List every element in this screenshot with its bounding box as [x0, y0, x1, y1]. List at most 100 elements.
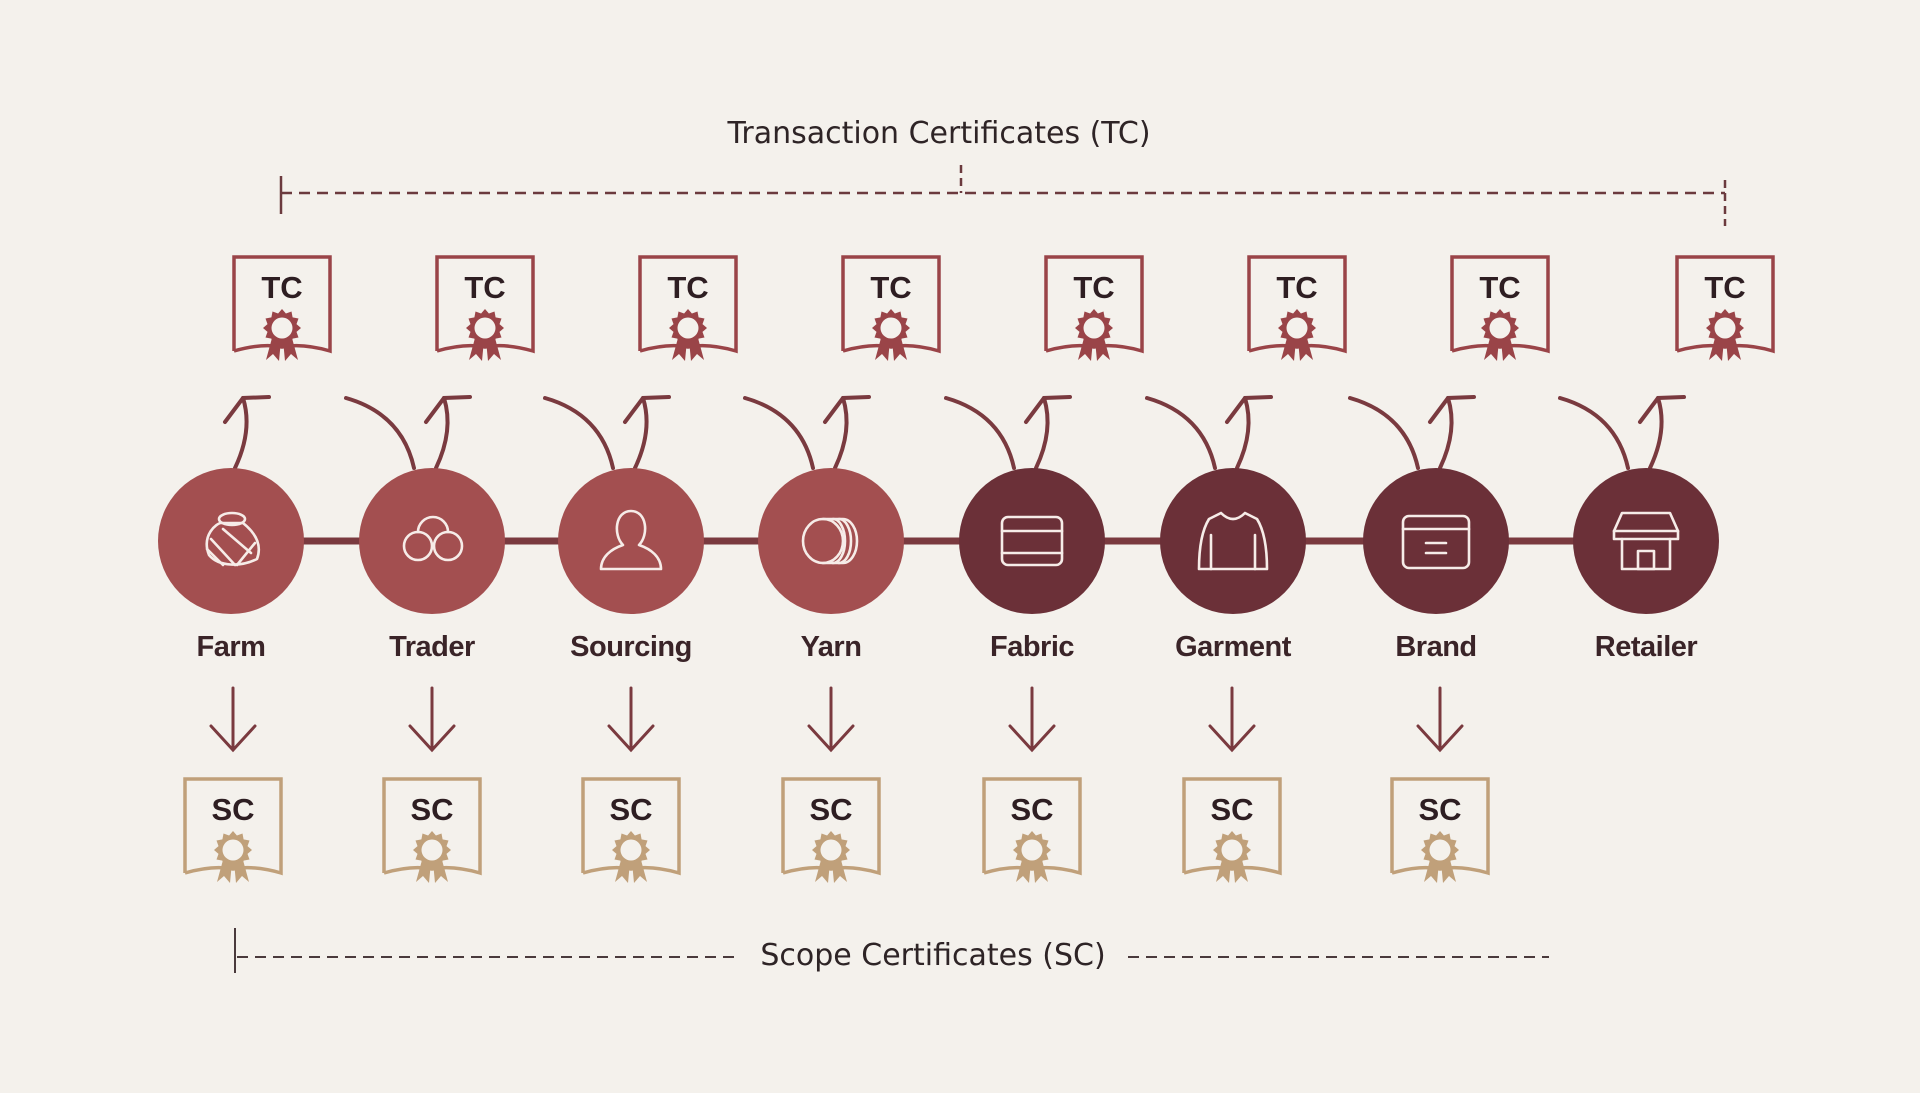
node-label: Trader [389, 631, 475, 663]
chain-node-trader: Trader TC SC [344, 255, 535, 883]
transaction-certificate: TC [1675, 255, 1775, 361]
rosette-icon [1278, 309, 1316, 361]
arrow-to-tc-icon [223, 395, 271, 470]
certificate-code: TC [667, 270, 708, 305]
tc-bracket [279, 165, 1727, 226]
transaction-certificate: TC [1450, 255, 1550, 361]
incoming-flow-curve [543, 396, 615, 470]
scope-certificate: SC [382, 777, 482, 883]
arrow-to-tc-icon [1638, 395, 1686, 470]
transaction-certificate: TC [1044, 255, 1144, 361]
certificate-code: TC [1479, 270, 1520, 305]
fabric-roll-icon [1000, 515, 1064, 567]
node-circle [1573, 468, 1719, 614]
arrow-down-icon [1008, 686, 1056, 753]
rosette-icon [1481, 309, 1519, 361]
rosette-icon [263, 309, 301, 361]
arrow-down-icon [1416, 686, 1464, 753]
certificate-code: SC [211, 792, 254, 827]
arrow-down-icon [408, 686, 456, 753]
scope-certificate: SC [581, 777, 681, 883]
yarn-spool-icon [801, 517, 859, 565]
certificate-code: SC [1210, 792, 1253, 827]
arrow-down-icon [607, 686, 655, 753]
certificate-code: TC [1704, 270, 1745, 305]
node-label: Garment [1175, 631, 1292, 663]
node-circle [959, 468, 1105, 614]
scope-certificate: SC [1182, 777, 1282, 883]
incoming-flow-curve [1145, 396, 1217, 470]
certificate-code: TC [464, 270, 505, 305]
incoming-flow-curve [1558, 396, 1630, 470]
store-icon [1612, 511, 1680, 571]
box-icon [1401, 514, 1471, 570]
node-label: Retailer [1595, 631, 1698, 663]
rosette-icon [413, 831, 451, 883]
rosette-icon [1013, 831, 1051, 883]
certificate-code: TC [261, 270, 302, 305]
certificate-code: SC [609, 792, 652, 827]
node-circle [1160, 468, 1306, 614]
arrow-down-icon [1208, 686, 1256, 753]
node-circle [558, 468, 704, 614]
tc-title: Transaction Certificates (TC) [726, 116, 1150, 151]
scope-certificate: SC [183, 777, 283, 883]
incoming-flow-curve [743, 396, 815, 470]
arrow-to-tc-icon [1225, 395, 1273, 470]
arrow-to-tc-icon [1024, 395, 1072, 470]
scope-certificate: SC [982, 777, 1082, 883]
arrow-to-tc-icon [424, 395, 472, 470]
arrow-to-tc-icon [623, 395, 671, 470]
rosette-icon [612, 831, 650, 883]
node-label: Yarn [801, 631, 862, 663]
node-circle [1363, 468, 1509, 614]
certificate-code: SC [410, 792, 453, 827]
incoming-flow-curve [1348, 396, 1420, 470]
certificate-code: TC [1276, 270, 1317, 305]
node-label: Farm [197, 631, 266, 663]
rosette-icon [1075, 309, 1113, 361]
rosette-icon [466, 309, 504, 361]
chain-node-brand: Brand TC SC [1348, 255, 1550, 883]
scope-certificate: SC [1390, 777, 1490, 883]
arrow-to-tc-icon [823, 395, 871, 470]
chain-node-farm: Farm TC SC [158, 255, 332, 883]
sweater-icon [1197, 511, 1269, 571]
arrow-down-icon [807, 686, 855, 753]
node-label: Sourcing [570, 631, 692, 663]
certificate-code: TC [870, 270, 911, 305]
transaction-certificate: TC [638, 255, 738, 361]
sc-bracket [234, 928, 1549, 973]
rosette-icon [1421, 831, 1459, 883]
cotton-boll-icon [205, 511, 261, 567]
rosette-icon [214, 831, 252, 883]
transaction-certificate: TC [1247, 255, 1347, 361]
incoming-flow-curve [944, 396, 1016, 470]
incoming-flow-curve [344, 396, 416, 470]
node-label: Fabric [990, 631, 1074, 663]
sc-title: Scope Certificates (SC) [760, 938, 1105, 973]
chain-node-fabric: Fabric TC SC [944, 255, 1144, 883]
bales-icon [402, 515, 464, 562]
node-label: Brand [1395, 631, 1476, 663]
scope-certificate: SC [781, 777, 881, 883]
certificate-code: SC [809, 792, 852, 827]
certificate-code: TC [1073, 270, 1114, 305]
chain-node-yarn: Yarn TC SC [743, 255, 941, 883]
transaction-certificate: TC [841, 255, 941, 361]
node-circle [758, 468, 904, 614]
rosette-icon [1213, 831, 1251, 883]
arrow-to-tc-icon [1428, 395, 1476, 470]
transaction-certificate: TC [435, 255, 535, 361]
certificate-code: SC [1418, 792, 1461, 827]
rosette-icon [669, 309, 707, 361]
chain-node-retailer: Retailer TC [1558, 255, 1775, 663]
chain-node-sourcing: Sourcing TC SC [543, 255, 738, 883]
rosette-icon [872, 309, 910, 361]
rosette-icon [1706, 309, 1744, 361]
person-icon [599, 509, 663, 571]
arrow-down-icon [209, 686, 257, 753]
transaction-certificate: TC [232, 255, 332, 361]
node-circle [158, 468, 304, 614]
